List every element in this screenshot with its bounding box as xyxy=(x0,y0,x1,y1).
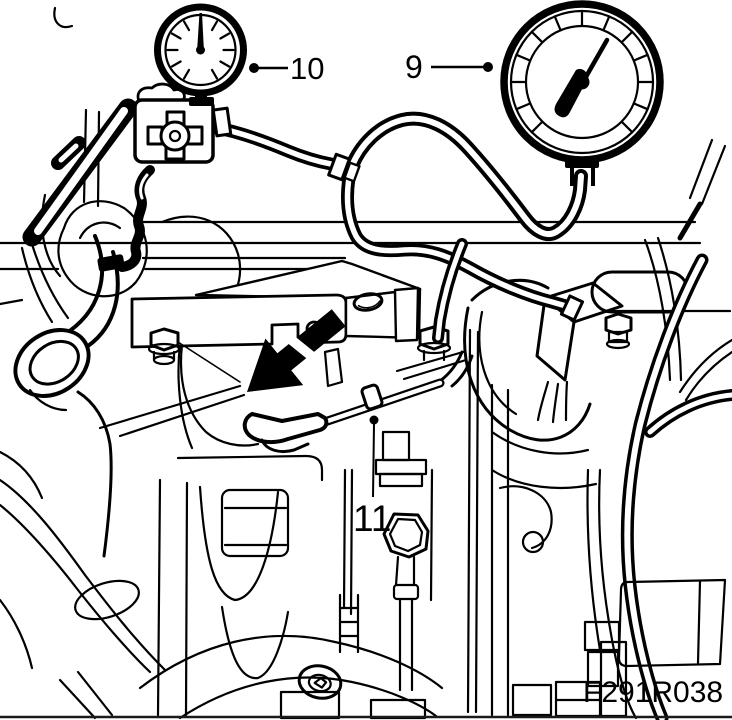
bottom-right-plate xyxy=(583,578,727,688)
callout-11-dot xyxy=(369,415,379,425)
gauge9-ticks xyxy=(509,9,655,134)
pipe-banjo-fitting xyxy=(360,383,384,411)
engine-background xyxy=(0,108,732,720)
hose-coupling xyxy=(327,152,351,182)
drain-plug xyxy=(297,664,343,700)
corner-line xyxy=(53,6,74,29)
small-pressure-gauge xyxy=(154,3,247,106)
callout-11: 11 xyxy=(353,415,391,539)
pump-outlet-coupler xyxy=(211,106,233,138)
hose-end-fitting xyxy=(559,294,585,322)
bracket-slot xyxy=(352,292,384,312)
large-pressure-gauge xyxy=(500,0,664,186)
pressure-pipe xyxy=(242,378,445,454)
hand-pump xyxy=(22,82,233,272)
flange-nut-left xyxy=(147,327,181,366)
valve-cross-knob xyxy=(146,110,204,161)
direction-arrow xyxy=(247,309,346,392)
pipe-end-bracket xyxy=(242,412,329,445)
hose-end-cap xyxy=(97,254,125,272)
callout-10-label: 10 xyxy=(290,51,324,86)
wastegate-actuator xyxy=(463,278,598,554)
callout-11-label: 11 xyxy=(353,498,391,539)
intake-elbow xyxy=(0,234,120,558)
callout-9-dot xyxy=(483,62,493,72)
hex-bolt-right xyxy=(604,312,633,350)
turbo-housing xyxy=(0,478,290,717)
callout-10: 10 xyxy=(249,51,324,86)
right-harness xyxy=(586,138,732,720)
mounting-bracket xyxy=(130,259,452,383)
gauge10-needle xyxy=(197,13,204,52)
octagon-plug xyxy=(382,512,430,692)
nut-pointer-line xyxy=(177,341,241,383)
figure-code: F291R038 xyxy=(583,676,723,709)
callout-9: 9 xyxy=(405,49,493,85)
test-hoses xyxy=(206,111,588,344)
callout-9-label: 9 xyxy=(405,49,423,85)
